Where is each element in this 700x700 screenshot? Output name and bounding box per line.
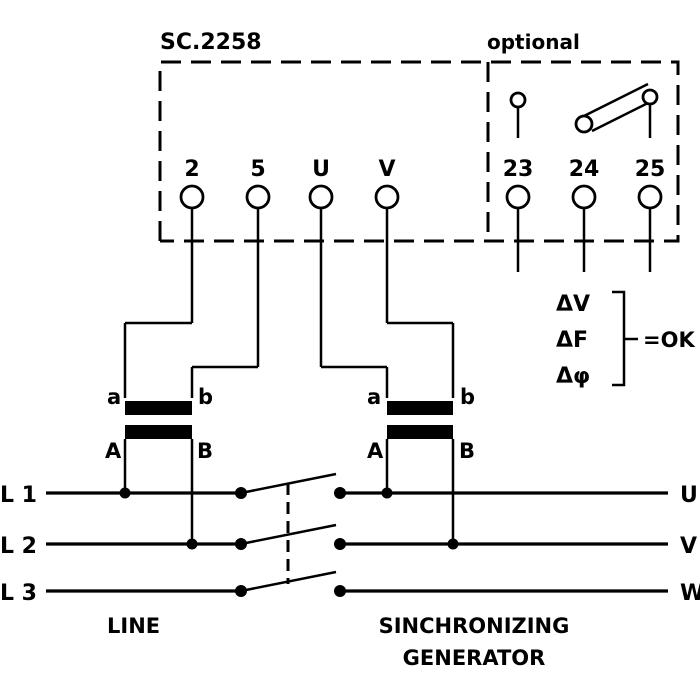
condition-delta-f: ΔF: [556, 328, 588, 353]
terminal-2: [179, 184, 205, 210]
transformer-left-core-upper: [125, 401, 192, 415]
transformer-left-B-label: B: [197, 439, 213, 463]
relay-pivot: [574, 114, 594, 134]
caption-generator-line2: GENERATOR: [403, 646, 546, 670]
breaker-switch: [240, 472, 337, 593]
terminal-5-label: 5: [250, 157, 265, 182]
transformer-left-a-label: a: [107, 385, 121, 409]
transformer-left-b-label: b: [198, 385, 213, 409]
relay-contact: [509, 82, 659, 138]
transformer-right-core-upper: [387, 401, 453, 415]
optional-label: optional: [487, 30, 580, 54]
terminal-wiring: [123, 208, 652, 398]
transformer-right-core-lower: [387, 425, 453, 439]
bus-lines: [46, 491, 668, 593]
transformer-right-A-label: A: [367, 439, 384, 463]
phase-u-label: U: [680, 483, 698, 508]
condition-delta-v: ΔV: [556, 292, 590, 317]
terminal-25-label: 25: [635, 157, 666, 182]
terminal-24: [571, 184, 597, 210]
phase-l3-label: L 3: [0, 581, 37, 606]
transformer-left-core-lower: [125, 425, 192, 439]
transformer-left: [123, 401, 194, 544]
terminal-u-label: U: [312, 157, 330, 182]
device-model-label: SC.2258: [160, 30, 262, 55]
terminal-circles: [179, 184, 663, 210]
transformer-right-a-label: a: [367, 385, 381, 409]
condition-delta-phi: Δφ: [556, 364, 590, 389]
terminal-5: [245, 184, 271, 210]
caption-generator-line1: SINCHRONIZING: [379, 614, 570, 638]
relay-contact-terminal: [641, 88, 659, 106]
phase-l2-label: L 2: [0, 534, 37, 559]
terminal-23-label: 23: [503, 157, 534, 182]
terminal-v: [374, 184, 400, 210]
transformer-left-A-label: A: [105, 439, 122, 463]
transformer-right-b-label: b: [460, 385, 475, 409]
phase-w-label: W: [680, 581, 700, 606]
terminal-24-label: 24: [569, 157, 600, 182]
caption-line: LINE: [107, 614, 160, 638]
phase-l1-label: L 1: [0, 483, 37, 508]
phase-v-label: V: [680, 534, 697, 559]
terminal-u: [308, 184, 334, 210]
terminal-25: [637, 184, 663, 210]
conditions-result: =OK: [643, 328, 695, 352]
terminal-23: [505, 184, 531, 210]
relay-contact-terminal: [509, 91, 527, 109]
terminal-2-label: 2: [184, 157, 199, 182]
conditions-bracket: [612, 290, 626, 387]
transformer-right-B-label: B: [459, 439, 475, 463]
device-enclosure: [158, 60, 680, 243]
junction-dots: [119, 487, 459, 597]
terminal-v-label: V: [378, 157, 395, 182]
transformer-right: [385, 401, 455, 544]
